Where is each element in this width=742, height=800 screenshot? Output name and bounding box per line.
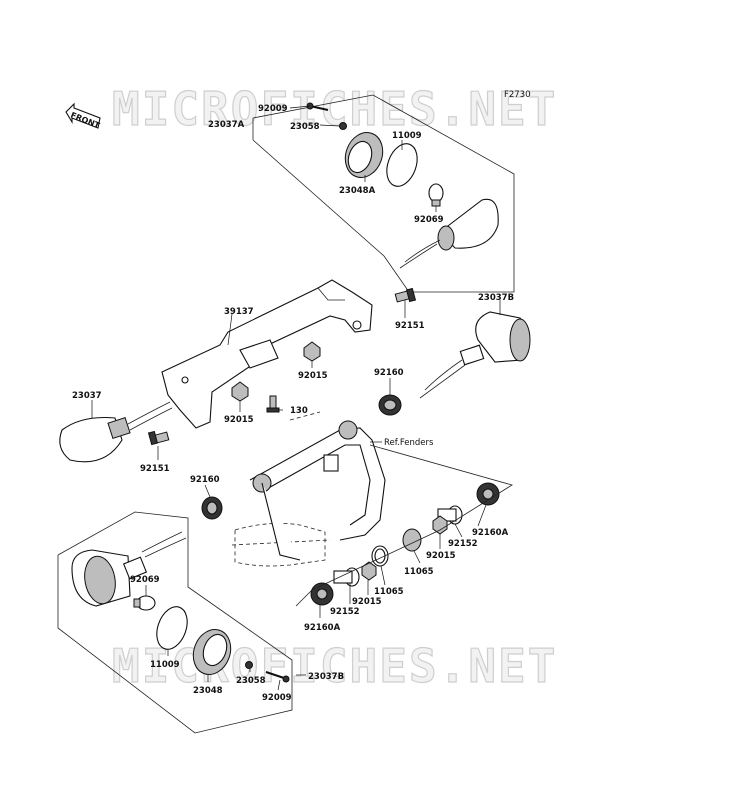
turn-signal-housing-top [399, 198, 499, 269]
turn-signal-23037-left [59, 401, 173, 463]
part-labels: 92009 23037A 23058 11009 23048A 92069 39… [72, 104, 514, 703]
label-92009-top: 92009 [258, 104, 288, 114]
group-outline-top [252, 94, 515, 293]
lens-cover-23048A [344, 132, 384, 178]
watermark-top: MICROFICHES.NET [112, 82, 557, 136]
label-92015-mid: 92015 [426, 551, 456, 561]
label-11009-low: 11009 [150, 660, 180, 670]
label-92152-right: 92152 [448, 539, 478, 549]
bulb-92069-top [428, 183, 444, 207]
ref-fenders-note: Ref.Fenders [384, 438, 434, 448]
label-92151-left: 92151 [140, 464, 170, 474]
label-92160-right: 92160 [374, 368, 404, 378]
label-92152-low: 92152 [330, 607, 360, 617]
figure-code: F2730 [504, 90, 531, 100]
label-39137: 39137 [224, 307, 254, 317]
label-92160A-low: 92160A [304, 623, 341, 633]
leader-lines [91, 105, 501, 691]
bulb-92069-low [133, 595, 156, 611]
bracket-39137 [161, 279, 373, 429]
label-23048A: 23048A [339, 186, 376, 196]
grommet-92160-right [378, 394, 402, 416]
label-92015-left: 92015 [224, 415, 254, 425]
label-23058-top: 23058 [290, 122, 320, 132]
gasket-11009-low [156, 606, 188, 650]
label-23058-low: 23058 [236, 676, 266, 686]
label-23037B-low: 23037B [308, 672, 344, 682]
nut-23058-top [339, 122, 347, 130]
label-11009-top: 11009 [392, 131, 422, 141]
group-outline-bottom [57, 511, 293, 734]
label-92015-low: 92015 [352, 597, 382, 607]
label-92069-top: 92069 [414, 215, 444, 225]
label-23037: 23037 [72, 391, 102, 401]
nut-92015-upper [303, 341, 321, 362]
label-92015-upper: 92015 [298, 371, 328, 381]
gasket-11009-top [386, 143, 418, 187]
bolt-130 [266, 395, 280, 413]
screw-92009-low [265, 671, 290, 683]
front-arrow-icon: FRONT [65, 102, 101, 131]
lens-cover-23048 [192, 629, 232, 675]
nut-23058-low [245, 661, 253, 669]
label-11065-right: 11065 [404, 567, 434, 577]
watermark-bottom: MICROFICHES.NET [112, 639, 557, 693]
grommet-92160-left [201, 496, 223, 520]
label-92069-low: 92069 [130, 575, 160, 585]
turn-signal-23037B-right [419, 311, 531, 399]
label-92160-left: 92160 [190, 475, 220, 485]
label-23048: 23048 [193, 686, 223, 696]
bolt-92151-right [394, 287, 417, 303]
nut-92015-left [231, 381, 249, 402]
label-23037B-right: 23037B [478, 293, 514, 303]
turn-signal-housing-bottom [71, 531, 187, 607]
label-92151-right: 92151 [395, 321, 425, 331]
fender-frame [231, 411, 386, 567]
label-92160A-right: 92160A [472, 528, 509, 538]
label-23037A: 23037A [208, 120, 245, 130]
label-130: 130 [290, 406, 308, 416]
bolt-92151-left [147, 430, 170, 446]
exploded-guide-right [311, 444, 513, 591]
label-92009-low: 92009 [262, 693, 292, 703]
label-11065-mid: 11065 [374, 587, 404, 597]
